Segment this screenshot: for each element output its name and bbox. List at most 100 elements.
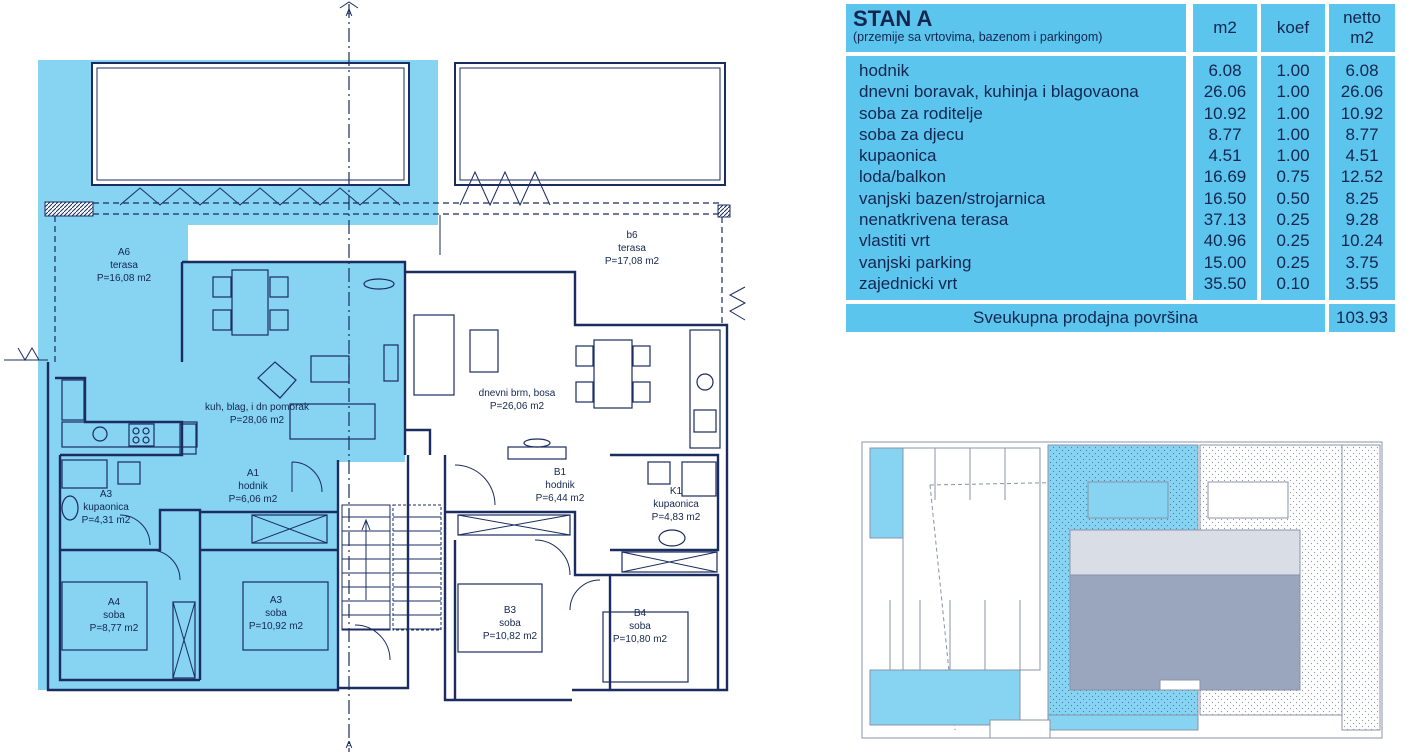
- svg-text:P=8,77 m2: P=8,77 m2: [90, 623, 139, 634]
- total-value: 103.93: [1329, 304, 1395, 332]
- table-subtitle: (przemije sa vrtovima, bazenom i parking…: [853, 30, 1103, 44]
- room-label-b6: b6 terasa P=17,08 m2: [605, 230, 660, 267]
- total-label: Sveukupna prodajna površina: [846, 304, 1325, 332]
- row-koef: 0.10: [1276, 273, 1310, 293]
- table-title: STAN A: [853, 6, 933, 31]
- svg-text:P=17,08 m2: P=17,08 m2: [605, 256, 660, 267]
- row-name: zajednicki vrt: [859, 273, 958, 293]
- row-name: loda/balkon: [859, 167, 946, 187]
- pool-a: [91, 62, 410, 186]
- row-netto: 6.08: [1345, 61, 1379, 80]
- svg-text:P=16,08 m2: P=16,08 m2: [97, 273, 152, 284]
- row-m2: 10.92: [1203, 103, 1247, 123]
- row-netto: 3.75: [1345, 252, 1379, 272]
- room-label-a6: A6 terasa P=16,08 m2: [97, 247, 152, 284]
- svg-text:K1: K1: [670, 486, 683, 497]
- col-header-netto-line1: netto: [1343, 8, 1381, 27]
- svg-text:soba: soba: [103, 610, 125, 621]
- col-m2-values: 6.08 26.06 10.92 8.77 4.51 16.69 16.50 3…: [1193, 56, 1257, 300]
- site-building: [1069, 529, 1301, 691]
- svg-text:P=10,82 m2: P=10,82 m2: [483, 631, 538, 642]
- row-koef: 0.25: [1276, 252, 1310, 272]
- pool-b: [454, 62, 726, 186]
- svg-text:soba: soba: [265, 608, 287, 619]
- row-netto: 12.52: [1340, 167, 1384, 187]
- row-name: vanjski bazen/strojarnica: [859, 188, 1046, 208]
- row-name: soba za djecu: [859, 124, 964, 144]
- svg-text:A1: A1: [247, 468, 260, 479]
- svg-text:soba: soba: [499, 618, 521, 629]
- svg-text:dnevni brm, bosa: dnevni brm, bosa: [479, 388, 556, 399]
- col-header-koef: koef: [1261, 4, 1325, 52]
- svg-text:P=4,31 m2: P=4,31 m2: [82, 515, 131, 526]
- site-garden-bottom-left: [869, 669, 1021, 726]
- row-koef: 1.00: [1276, 124, 1310, 144]
- row-netto: 26.06: [1340, 82, 1384, 102]
- staircase: [341, 504, 442, 631]
- row-name: dnevni boravak, kuhinja i blagovaona: [859, 82, 1139, 102]
- svg-text:P=10,80 m2: P=10,80 m2: [613, 634, 668, 645]
- room-label-b3: B3 soba P=10,82 m2: [483, 605, 538, 642]
- row-m2: 16.50: [1203, 188, 1247, 208]
- row-m2: 16.69: [1203, 167, 1247, 187]
- row-koef: 0.25: [1276, 231, 1310, 251]
- row-m2: 6.08: [1208, 61, 1242, 80]
- row-name: vlastiti vrt: [859, 231, 930, 251]
- svg-text:kuh, blag, i dn pomorak: kuh, blag, i dn pomorak: [205, 402, 310, 413]
- row-name: soba za roditelje: [859, 103, 983, 123]
- col-names: hodnik dnevni boravak, kuhinja i blagova…: [846, 56, 1186, 300]
- row-name: kupaonica: [859, 146, 937, 166]
- site-pool-a: [1087, 481, 1169, 519]
- svg-text:A6: A6: [118, 247, 131, 258]
- svg-text:P=10,92 m2: P=10,92 m2: [249, 621, 304, 632]
- row-koef: 0.25: [1276, 210, 1310, 230]
- col-header-netto: netto m2: [1329, 4, 1395, 52]
- site-plan: [861, 441, 1383, 739]
- row-koef: 1.00: [1276, 146, 1310, 166]
- row-koef: 1.00: [1276, 103, 1310, 123]
- row-name: hodnik: [859, 61, 910, 80]
- svg-text:A3: A3: [100, 489, 113, 500]
- svg-text:B4: B4: [634, 608, 647, 619]
- room-label-b1: B1 hodnik P=6,44 m2: [536, 467, 585, 504]
- svg-text:soba: soba: [629, 621, 651, 632]
- section-marker-bottom: A: [346, 740, 353, 751]
- row-m2: 8.77: [1208, 124, 1242, 144]
- svg-text:B1: B1: [554, 467, 567, 478]
- row-name: vanjski parking: [859, 252, 972, 272]
- row-netto: 8.77: [1345, 124, 1379, 144]
- hatched-post-left: [44, 201, 94, 217]
- row-m2: 26.06: [1203, 82, 1247, 102]
- svg-text:A4: A4: [108, 597, 121, 608]
- row-netto: 10.92: [1340, 103, 1384, 123]
- col-header-netto-line2: m2: [1350, 28, 1374, 47]
- row-netto: 8.25: [1345, 188, 1379, 208]
- svg-text:A3: A3: [270, 595, 283, 606]
- room-label-a4: A4 soba P=8,77 m2: [90, 597, 139, 634]
- room-label-a3-room: A3 soba P=10,92 m2: [249, 595, 304, 632]
- row-netto: 4.51: [1345, 146, 1379, 166]
- col-koef-values: 1.00 1.00 1.00 1.00 1.00 0.75 0.50 0.25 …: [1261, 56, 1325, 300]
- svg-text:P=6,44 m2: P=6,44 m2: [536, 493, 585, 504]
- svg-text:b6: b6: [626, 230, 638, 241]
- row-m2: 15.00: [1203, 252, 1247, 272]
- room-label-k1-bath: K1 kupaonica P=4,83 m2: [652, 486, 701, 523]
- row-koef: 0.50: [1276, 188, 1310, 208]
- section-marker-top: A: [346, 8, 353, 19]
- room-label-b4: B4 soba P=10,80 m2: [613, 608, 668, 645]
- svg-text:P=26,06 m2: P=26,06 m2: [490, 401, 545, 412]
- row-koef: 0.75: [1276, 167, 1310, 187]
- row-netto: 3.55: [1345, 273, 1379, 293]
- table-header-title-cell: STAN A (przemije sa vrtovima, bazenom i …: [846, 4, 1186, 52]
- room-label-kitchen-a: kuh, blag, i dn pomorak P=28,06 m2: [205, 402, 310, 426]
- row-m2: 4.51: [1208, 146, 1242, 166]
- col-netto-values: 6.08 26.06 10.92 8.77 4.51 12.52 8.25 9.…: [1329, 56, 1395, 300]
- row-koef: 1.00: [1276, 82, 1310, 102]
- svg-text:terasa: terasa: [618, 243, 646, 254]
- row-m2: 35.50: [1203, 273, 1247, 293]
- svg-text:hodnik: hodnik: [238, 481, 268, 492]
- svg-text:hodnik: hodnik: [545, 480, 575, 491]
- row-netto: 9.28: [1345, 210, 1379, 230]
- row-name: nenatkrivena terasa: [859, 210, 1009, 230]
- svg-text:P=28,06 m2: P=28,06 m2: [230, 415, 285, 426]
